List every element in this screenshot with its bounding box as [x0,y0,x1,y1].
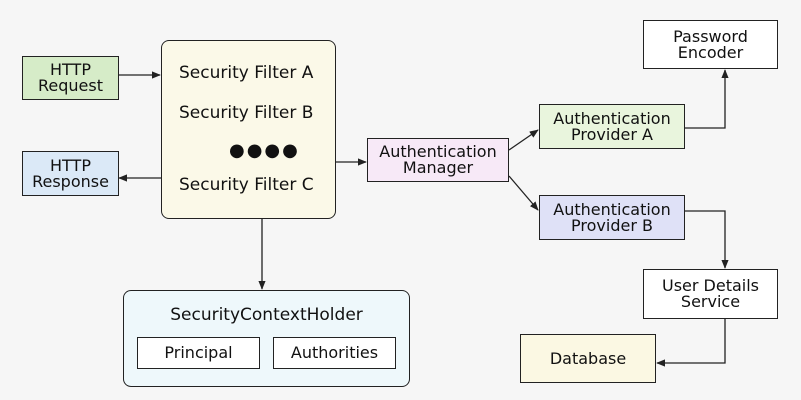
user-details-line-1: User Details [661,276,760,295]
authentication-manager-line-2: Manager [402,158,474,177]
arrow-user-details-to-database [656,319,726,367]
arrow-manager-to-provider-a [508,129,539,151]
user-details-service-box: User Details Service [643,269,778,319]
http-response-box: HTTP Response [22,151,119,196]
authorities-box: Authorities [273,337,396,369]
http-response-line-1: HTTP [50,155,91,175]
password-encoder-line-2: Encoder [677,42,744,62]
principal-box: Principal [137,337,260,369]
http-response-line-2: Response [32,171,109,191]
authentication-manager-box: Authentication Manager [367,138,509,182]
security-filter-a: Security Filter A [179,63,314,83]
security-context-holder-title: SecurityContextHolder [170,305,363,325]
arrow-provider-a-to-encoder [685,69,729,129]
authentication-provider-b-box: Authentication Provider B [539,195,685,240]
http-request-line-2: Request [38,76,103,95]
password-encoder-line-1: Password [673,26,748,46]
http-request-box: HTTP Request [22,56,119,100]
arrow-manager-to-provider-b [508,175,539,211]
database-box: Database [520,334,656,383]
user-details-line-2: Service [680,292,741,311]
provider-b-line-1: Authentication [553,199,671,219]
principal-label: Principal [164,343,233,362]
authentication-manager-line-1: Authentication [379,142,497,161]
security-context-holder-box: SecurityContextHolder Principal Authorit… [123,290,410,387]
arrow-provider-b-to-user-details [685,210,729,269]
password-encoder-box: Password Encoder [643,20,778,69]
provider-a-line-2: Provider A [571,124,653,144]
provider-a-line-1: Authentication [553,108,671,128]
database-label: Database [549,348,627,368]
authentication-provider-a-box: Authentication Provider A [539,104,685,149]
filter-ellipsis: ●●●● [229,140,300,161]
security-filter-c: Security Filter C [179,175,314,195]
http-request-line-1: HTTP [50,60,91,79]
provider-b-line-2: Provider B [571,215,653,235]
security-filter-b: Security Filter B [179,103,314,123]
security-filter-chain-box: Security Filter A Security Filter B ●●●●… [161,40,336,219]
authorities-label: Authorities [290,343,379,362]
